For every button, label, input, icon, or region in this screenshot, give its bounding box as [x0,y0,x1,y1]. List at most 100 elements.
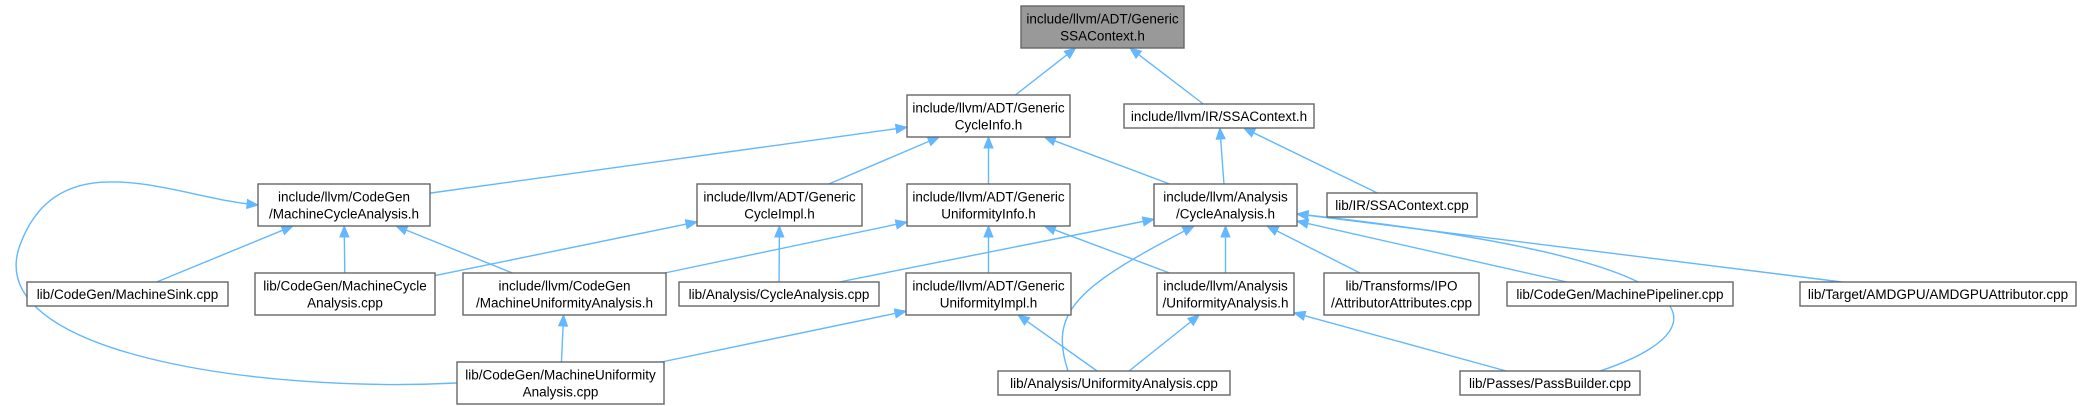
node-label-line: /CycleAnalysis.h [1176,207,1275,222]
node-machinecycle-cpp[interactable]: lib/CodeGen/MachineCycleAnalysis.cpp [254,272,436,316]
node-label-line: /AttributorAttributes.cpp [1331,296,1472,311]
edge-ir-ssacontext-to-generic-ssacontext [1136,52,1204,105]
node-analysis-cycleanalysis-h[interactable]: include/llvm/Analysis/CycleAnalysis.h [1153,183,1298,227]
node-box[interactable] [456,361,665,405]
node-label-line: lib/Target/AMDGPU/AMDGPUAttributor.cpp [1808,287,2068,302]
node-label-line: lib/Analysis/UniformityAnalysis.cpp [1010,376,1218,391]
node-machine-uniformity-h[interactable]: include/llvm/CodeGen/MachineUniformityAn… [462,272,667,316]
edge-machine-uniformity-h-to-generic-uniformityinfo [664,223,899,274]
node-label-line: lib/Analysis/CycleAnalysis.cpp [689,287,870,302]
node-box[interactable] [1323,272,1480,316]
node-label-line: include/llvm/CodeGen [278,190,410,205]
node-box[interactable] [696,183,863,227]
node-label-line: lib/Passes/PassBuilder.cpp [1469,376,1631,391]
edge-analysis-uniformity-h-to-generic-uniformityinfo [1052,228,1170,274]
node-ir-ssacontext[interactable]: include/llvm/IR/SSAContext.h [1123,103,1315,129]
edge-passbuilder-cpp-to-analysis-cycleanalysis-h-arrowhead [1295,210,1309,221]
node-box[interactable] [1156,272,1295,316]
node-box[interactable] [1020,5,1185,49]
edge-machinepipeliner-cpp-to-analysis-cycleanalysis-h [1305,222,1567,283]
node-passbuilder-cpp[interactable]: lib/Passes/PassBuilder.cpp [1459,370,1641,396]
edge-analysis-cycleanalysis-h-to-generic-cycleinfo [1052,139,1170,185]
node-box[interactable] [1799,281,2077,307]
node-attributor-attributes-cpp[interactable]: lib/Transforms/IPO/AttributorAttributes.… [1323,272,1480,316]
node-box[interactable] [26,281,229,307]
edge-machinepipeliner-cpp-to-analysis-cycleanalysis-h-arrowhead [1295,218,1310,229]
node-box[interactable] [997,370,1231,396]
edge-machine-uniformity-cpp-to-generic-uniformityimpl-arrowhead [893,308,908,319]
edge-analysis-uniformity-cpp-to-analysis-uniformity-h [1128,320,1193,372]
node-label-line: lib/IR/SSAContext.cpp [1335,198,1469,213]
node-label-line: lib/CodeGen/MachineSink.cpp [37,287,219,302]
node-label-line: CycleImpl.h [744,207,815,222]
node-label-line: Analysis.cpp [523,385,599,400]
edge-ir-ssacontext-to-generic-ssacontext-arrowhead [1128,47,1143,60]
node-box[interactable] [678,281,880,307]
edge-analysis-cycleanalysis-cpp-to-generic-cycleimpl-arrowhead [774,224,785,238]
node-analysis-uniformity-cpp[interactable]: lib/Analysis/UniformityAnalysis.cpp [997,370,1231,396]
edge-analysis-uniformity-cpp-to-analysis-uniformity-h-arrowhead [1186,314,1201,327]
edge-generic-uniformityimpl-to-generic-uniformityinfo-arrowhead [983,224,994,238]
node-lib-ir-ssacontext-cpp[interactable]: lib/IR/SSAContext.cpp [1326,192,1478,218]
edge-analysis-cycleanalysis-h-to-ir-ssacontext [1219,136,1225,185]
node-label-line: CycleInfo.h [955,118,1023,133]
node-label-line: UniformityInfo.h [941,207,1036,222]
node-box[interactable] [1506,281,1734,307]
edge-analysis-cycleanalysis-cpp-to-analysis-cycleanalysis-h [839,220,1146,283]
edge-machinecycle-cpp-to-machine-cycle-analysis-h-arrowhead [339,224,350,238]
node-box[interactable] [1123,103,1315,129]
node-label-line: include/llvm/Analysis [1163,190,1288,205]
node-box[interactable] [905,272,1072,316]
edge-generic-cycleinfo-to-generic-ssacontext [1014,52,1069,96]
edge-passbuilder-cpp-to-analysis-uniformity-h-arrowhead [1292,310,1307,321]
edge-analysis-uniformity-cpp-to-analysis-cycleanalysis-h [1061,225,1195,372]
edge-lib-ir-ssacontext-cpp-to-ir-ssacontext-arrowhead [1242,127,1257,138]
node-label-line: lib/CodeGen/MachinePipeliner.cpp [1516,287,1723,302]
node-label-line: include/llvm/ADT/Generic [912,279,1065,294]
node-label-line: include/llvm/ADT/Generic [703,190,856,205]
edge-generic-uniformityinfo-to-generic-cycleinfo-arrowhead [983,135,994,149]
edge-passbuilder-cpp-to-analysis-uniformity-h [1302,314,1507,372]
node-analysis-cycleanalysis-cpp[interactable]: lib/Analysis/CycleAnalysis.cpp [678,281,880,307]
node-label-line: UniformityImpl.h [940,296,1038,311]
edge-lib-ir-ssacontext-cpp-to-ir-ssacontext [1251,131,1378,194]
edge-analysis-cycleanalysis-h-to-generic-cycleinfo-arrowhead [1043,136,1058,146]
edge-generic-cycleimpl-to-generic-cycleinfo-arrowhead [926,136,941,147]
edge-analysis-cycleanalysis-h-to-ir-ssacontext-arrowhead [1215,126,1226,140]
node-machinepipeliner-cpp[interactable]: lib/CodeGen/MachinePipeliner.cpp [1506,281,1734,307]
node-box[interactable] [462,272,667,316]
edge-machine-uniformity-cpp-to-machine-cycle-analysis-h [15,181,458,386]
node-box[interactable] [1326,192,1478,218]
edge-machine-cycle-analysis-h-to-generic-cycleinfo [429,127,899,194]
node-label-line: /UniformityAnalysis.h [1162,296,1288,311]
node-box[interactable] [906,94,1071,138]
node-machine-cycle-analysis-h[interactable]: include/llvm/CodeGen/MachineCycleAnalysi… [257,183,431,227]
node-machine-uniformity-cpp[interactable]: lib/CodeGen/MachineUniformityAnalysis.cp… [456,361,665,405]
edge-machinesink-cpp-to-machine-cycle-analysis-h [156,228,285,283]
node-label-line: /MachineUniformityAnalysis.h [476,296,653,311]
node-box[interactable] [906,183,1071,227]
node-box[interactable] [257,183,431,227]
edge-machine-uniformity-h-to-generic-uniformityinfo-arrowhead [894,219,909,230]
edge-machine-cycle-analysis-h-to-generic-cycleinfo-arrowhead [894,123,909,135]
node-amdgpu-attributor-cpp[interactable]: lib/Target/AMDGPU/AMDGPUAttributor.cpp [1799,281,2077,307]
edge-analysis-uniformity-cpp-to-analysis-cycleanalysis-h-arrowhead [1181,225,1196,236]
node-label-line: lib/CodeGen/MachineCycle [263,279,427,294]
node-box[interactable] [254,272,436,316]
edge-machinecycle-cpp-to-generic-cycleimpl [434,223,689,277]
node-label-line: lib/CodeGen/MachineUniformity [465,368,656,383]
node-label-line: include/llvm/ADT/Generic [912,101,1065,116]
node-analysis-uniformity-h[interactable]: include/llvm/Analysis/UniformityAnalysis… [1156,272,1295,316]
node-machinesink-cpp[interactable]: lib/CodeGen/MachineSink.cpp [26,281,229,307]
edge-machine-uniformity-cpp-to-machine-cycle-analysis-h-arrowhead [246,198,260,210]
edge-machine-uniformity-cpp-to-machine-uniformity-h-arrowhead [557,313,569,327]
node-box[interactable] [1459,370,1641,396]
node-box[interactable] [1153,183,1298,227]
edge-machinesink-cpp-to-machine-cycle-analysis-h-arrowhead [280,225,295,236]
edge-generic-cycleimpl-to-generic-cycleinfo [828,139,932,185]
